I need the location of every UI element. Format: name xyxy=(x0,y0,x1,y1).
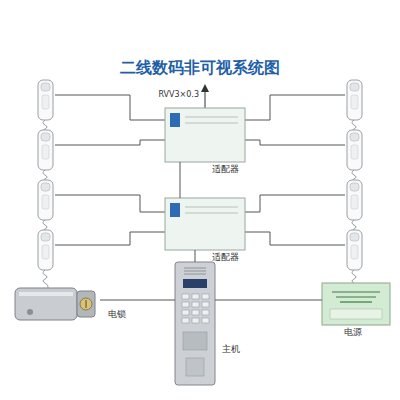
device-label: 电源 xyxy=(344,327,362,338)
diagram-title: 二线数码非可视系统图 xyxy=(0,58,400,78)
host-panel: 主机 xyxy=(175,262,215,385)
adapter-box: 适配器 xyxy=(165,198,245,250)
device-label: 电锁 xyxy=(108,309,126,320)
wire-connector xyxy=(180,162,181,198)
cable-label: RVV3×0.3 xyxy=(157,90,200,100)
adapter-box: 适配器 xyxy=(165,108,245,162)
wire-connector xyxy=(195,250,196,262)
device-label: 适配器 xyxy=(212,252,239,263)
device-label: 主机 xyxy=(222,344,240,355)
wire-connector xyxy=(215,300,322,301)
wire-connector xyxy=(100,300,175,301)
electric-lock: 电锁 xyxy=(15,285,100,323)
power-supply: 电源 xyxy=(322,283,390,325)
device-label: 适配器 xyxy=(212,164,239,175)
